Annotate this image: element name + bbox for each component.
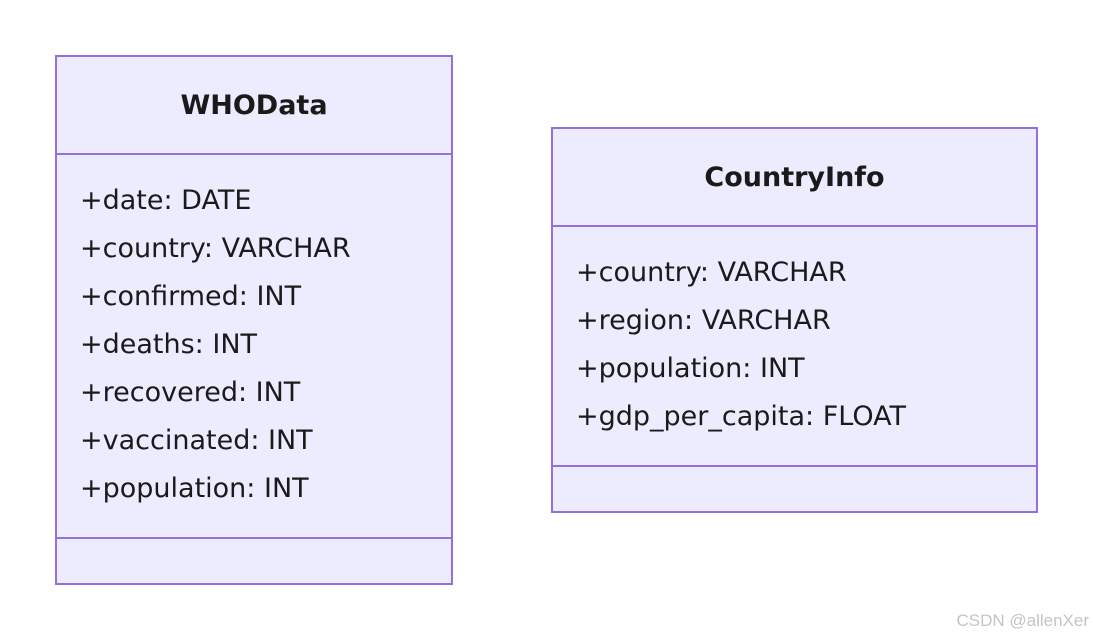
attribute-row: +population: INT [576,353,805,384]
attribute-row: +date: DATE [80,185,252,216]
class-name: WHOData [57,57,451,155]
class-box-countryinfo: CountryInfo +country: VARCHAR +region: V… [551,127,1038,513]
attribute-row: +recovered: INT [80,377,301,408]
class-methods [57,539,451,583]
attribute-row: +gdp_per_capita: FLOAT [576,401,906,432]
class-methods [553,467,1036,511]
class-attributes: +country: VARCHAR +region: VARCHAR +popu… [553,227,1036,467]
attribute-row: +confirmed: INT [80,281,302,312]
attribute-row: +region: VARCHAR [576,305,831,336]
attribute-row: +vaccinated: INT [80,425,313,456]
class-name: CountryInfo [553,129,1036,227]
attribute-row: +country: VARCHAR [80,233,351,264]
attribute-row: +deaths: INT [80,329,258,360]
attribute-row: +population: INT [80,473,309,504]
attribute-row: +country: VARCHAR [576,257,847,288]
watermark: CSDN @allenXer [956,611,1089,630]
class-attributes: +date: DATE +country: VARCHAR +confirmed… [57,155,451,539]
class-box-whodata: WHOData +date: DATE +country: VARCHAR +c… [55,55,453,585]
